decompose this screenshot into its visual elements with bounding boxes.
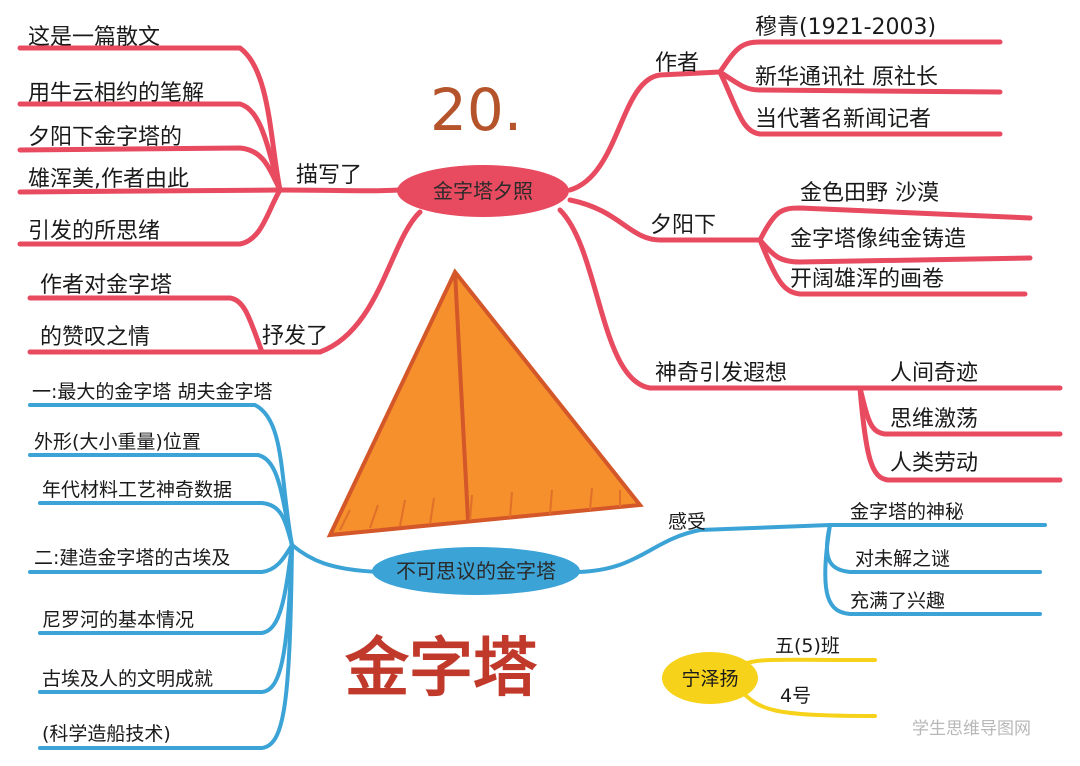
leaf-text: 思维激荡	[890, 407, 978, 432]
leaf-text: 当代著名新闻记者	[755, 107, 931, 132]
branch-label-feeling: 感受	[668, 511, 706, 533]
leaf-text: 夕阳下金字塔的	[28, 125, 182, 150]
leaf-text: 金字塔的神秘	[850, 501, 964, 523]
leaf-text: 的赞叹之情	[40, 325, 150, 350]
leaf-text: 引发的所思绪	[28, 219, 160, 244]
watermark: 学生思维导图网	[912, 719, 1031, 738]
branch-label-imagine: 神奇引发遐想	[655, 361, 787, 386]
leaf-text: 金色田野 沙漠	[800, 181, 939, 206]
leaf-text: 作者对金字塔	[40, 273, 172, 298]
leaf-text: 充满了兴趣	[850, 590, 945, 612]
leaf-text: 外形(大小重量)位置	[34, 431, 201, 453]
bottom-hub-label: 不可思议的金字塔	[396, 559, 556, 583]
top-hub-label: 金字塔夕照	[433, 179, 533, 203]
leaf-text: 对未解之谜	[855, 548, 950, 570]
main-title: 金字塔	[344, 631, 538, 706]
bottom-hub-branches	[28, 403, 1047, 750]
leaf-text: 穆青(1921-2003)	[755, 15, 936, 40]
leaf-text: 尼罗河的基本情况	[42, 609, 194, 631]
leaf-text: 一:最大的金字塔 胡夫金字塔	[32, 381, 272, 403]
leaf-text: 人间奇迹	[890, 361, 978, 386]
author-class: 五(5)班	[775, 635, 840, 657]
leaf-text: 雄浑美,作者由此	[28, 167, 189, 192]
pyramid-illustration	[326, 268, 644, 538]
lesson-number: 20.	[430, 76, 522, 144]
leaf-text: 二:建造金字塔的古埃及	[34, 547, 230, 569]
branch-label-describe: 描写了	[296, 163, 362, 188]
leaf-text: 金字塔像纯金铸造	[790, 227, 966, 252]
top-hub-branches	[17, 39, 1063, 483]
author-number: 4号	[780, 685, 811, 707]
top-hub: 金字塔夕照	[397, 165, 569, 217]
leaf-text: 古埃及人的文明成就	[42, 668, 213, 690]
branch-label-sunset: 夕阳下	[650, 213, 716, 238]
leaf-text: 人类劳动	[890, 451, 978, 476]
branch-label-author: 作者	[655, 51, 699, 76]
leaf-text: (科学造船技术)	[42, 723, 171, 745]
leaf-text: 新华通讯社 原社长	[755, 65, 938, 90]
bottom-hub: 不可思议的金字塔	[372, 547, 580, 595]
leaf-text: 用牛云相约的笔解	[28, 81, 204, 106]
author-name: 宁泽扬	[681, 668, 738, 690]
author-tag: 宁泽扬 五(5)班 4号	[662, 635, 877, 718]
leaf-text: 这是一篇散文	[28, 25, 160, 50]
leaf-text: 开阔雄浑的画卷	[790, 267, 944, 292]
branch-label-express: 抒发了	[262, 324, 328, 349]
leaf-text: 年代材料工艺神奇数据	[42, 479, 232, 501]
